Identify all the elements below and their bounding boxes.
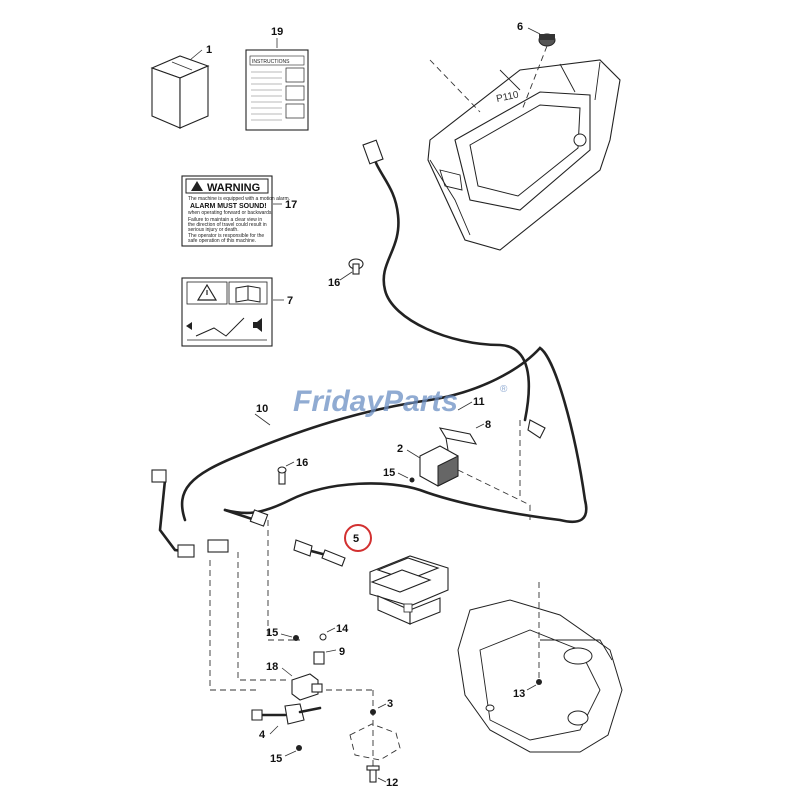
svg-text:the direction of travel could: the direction of travel could result in <box>188 222 267 228</box>
relay-part-18 <box>291 673 323 701</box>
callout-15-upper: 15 <box>383 467 395 479</box>
warning-triangle-icon <box>191 181 203 191</box>
callout-8: 8 <box>485 419 491 431</box>
callout-4: 4 <box>259 729 266 741</box>
bracket-part-8 <box>438 427 478 451</box>
svg-text:Failure to maintain a clear vi: Failure to maintain a clear view in <box>188 217 262 223</box>
relay-clip-part-9 <box>313 651 325 665</box>
book-icon <box>235 285 261 303</box>
svg-text:when operating forward or back: when operating forward or backwards. <box>188 210 273 216</box>
callout-18: 18 <box>266 661 278 673</box>
box-icon <box>150 55 210 129</box>
svg-text:P110: P110 <box>495 89 520 105</box>
callout-14: 14 <box>336 623 349 635</box>
callout-19: 19 <box>271 26 283 38</box>
manual-icon: INSTRUCTIONS <box>245 49 309 131</box>
harness-part-4 <box>251 703 322 725</box>
instructions-title: INSTRUCTIONS <box>252 59 290 65</box>
highlight-circle <box>344 524 372 552</box>
callout-10: 10 <box>256 403 268 415</box>
cap-part-6 <box>538 33 556 47</box>
callout-17: 17 <box>285 199 297 211</box>
svg-text:The machine is equipped with a: The machine is equipped with a motion al… <box>188 196 290 202</box>
callout-1: 1 <box>206 44 212 56</box>
plug-part-16-lower <box>277 466 287 485</box>
switch-part-5 <box>369 555 449 625</box>
callout-9: 9 <box>339 646 345 658</box>
watermark-reg: ® <box>500 384 508 395</box>
callout-6: 6 <box>517 21 523 33</box>
callout-16-upper: 16 <box>328 277 340 289</box>
warning-header: WARNING <box>207 182 260 194</box>
harness-connector-top <box>362 139 384 165</box>
switch-pigtail-connector <box>293 539 346 567</box>
pictorial-decal <box>181 277 273 347</box>
plug-part-16-upper <box>348 258 364 275</box>
callout-7: 7 <box>287 295 293 307</box>
watermark-text: FridayParts <box>293 385 458 418</box>
callout-5: 5 <box>353 533 359 545</box>
svg-text:safe operation of this machine: safe operation of this machine. <box>188 238 256 244</box>
watermark: FridayParts ® <box>293 384 508 418</box>
warning-alarm-text: ALARM MUST SOUND! <box>190 203 267 210</box>
callout-3: 3 <box>387 698 393 710</box>
callout-15-lower: 15 <box>270 753 282 765</box>
callout-12: 12 <box>386 777 398 789</box>
speaker-icon <box>253 318 262 332</box>
svg-text:serious injury or death.: serious injury or death. <box>188 227 239 233</box>
floor-plate <box>457 599 623 753</box>
callout-2: 2 <box>397 443 403 455</box>
callout-15-mid: 15 <box>266 627 278 639</box>
alarm-part-2 <box>419 445 459 487</box>
harness-connector-right <box>527 419 546 439</box>
callout-11: 11 <box>473 396 485 408</box>
svg-text:The operator is responsible fo: The operator is responsible for the <box>188 233 264 239</box>
warning-decal: WARNING The machine is equipped with a m… <box>181 175 290 247</box>
bolt-part-12 <box>366 765 380 783</box>
console-housing: P110 <box>427 59 621 251</box>
warning-triangle-icon <box>196 283 218 301</box>
callout-13: 13 <box>513 688 525 700</box>
callout-16-lower: 16 <box>296 457 308 469</box>
harness-connectors-left <box>151 469 269 558</box>
